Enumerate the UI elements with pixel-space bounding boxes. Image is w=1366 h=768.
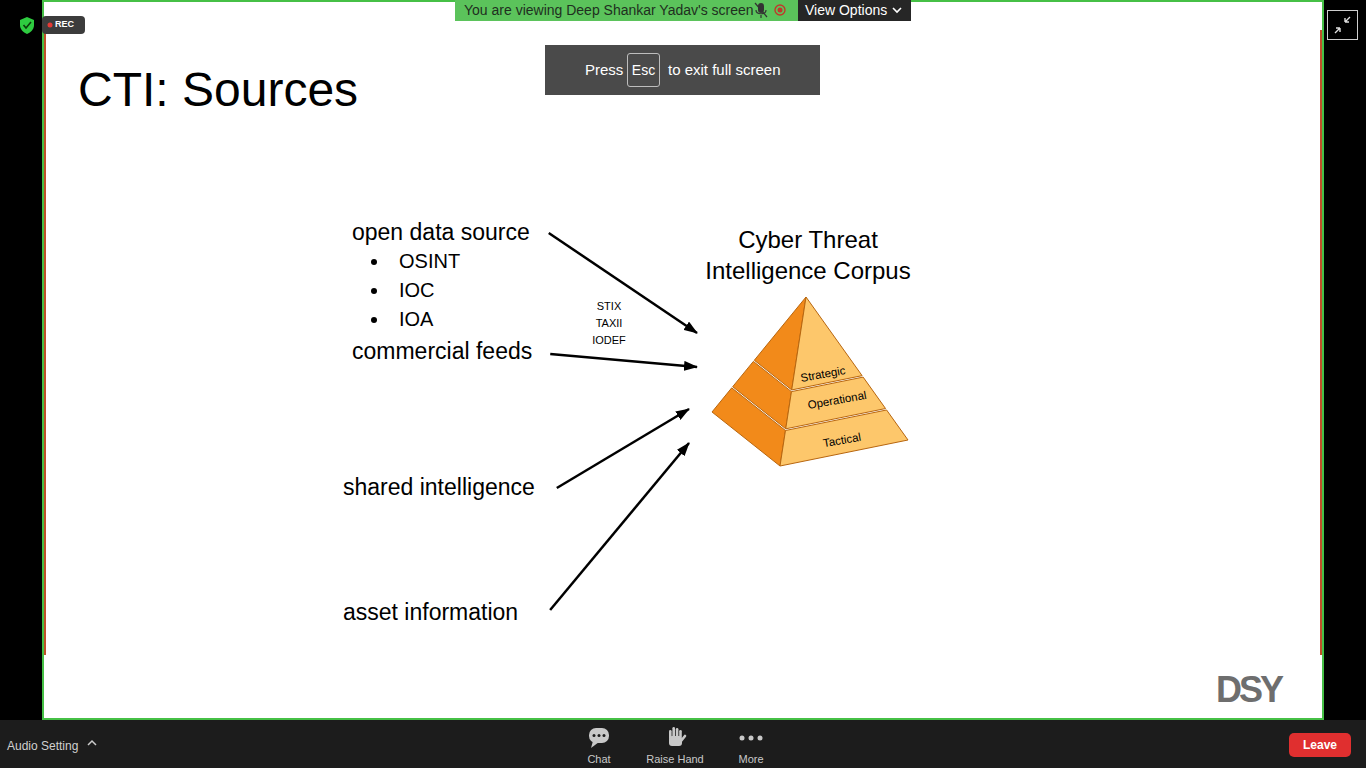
rec-badge [42,16,85,34]
source-item: OSINT [399,250,460,272]
pyramid-face [792,297,862,390]
format-label: IODEF [592,334,626,347]
audio-setting-label: Audio Setting [7,739,78,753]
toolbar-label: Chat [587,753,610,766]
chat-icon [589,728,609,743]
source-block: shared intelligence [340,473,535,502]
pyramid-face [712,388,785,466]
bullet-row: IOC [349,276,530,305]
bullet-row: OSINT [349,247,530,276]
more-icon [758,736,763,741]
slide-edge [44,30,46,655]
notice-text: Press [585,61,623,79]
shield-icon [20,17,34,34]
source-block: open data sourceOSINT IOC IOA [349,218,530,334]
source-item: IOA [399,308,433,330]
exit-fullscreen-icon [1328,11,1358,40]
hand-icon [676,728,679,738]
source-name: shared intelligence [343,474,535,500]
banner-text: You are viewing Deep Shankar Yadav's scr… [464,2,754,19]
record-icon [778,8,783,13]
source-row: asset information [340,598,518,627]
chat-icon [598,734,601,737]
source-name: commercial feeds [352,338,532,364]
logo-text: DSY [1216,668,1281,711]
pyramid-heading-row: Cyber Threat Intelligence Corpus [692,224,924,286]
rec-dot [48,23,53,28]
pyramid-face [780,410,908,466]
notice-text: to exit full screen [668,61,781,79]
more-icon [740,736,745,741]
bullet-dot [371,317,377,323]
source-block: commercial feeds [349,337,532,366]
hand-icon [672,727,675,738]
view-options-bar [798,0,911,21]
mic-slash [755,3,767,17]
exit-fullscreen-arrows [1335,17,1350,33]
toolbar-label: More [738,753,763,766]
toolbar-label: Raise Hand [646,753,703,766]
leave-button-text: Leave [1303,738,1337,752]
format-label: TAXII [596,317,623,330]
source-row: shared intelligence [340,473,535,502]
source-row: commercial feeds [349,337,532,366]
chat-icon [591,741,599,748]
pyramid-heading: Cyber Threat Intelligence Corpus [705,226,910,284]
slide-title: CTI: Sources [78,66,358,114]
caret-up [88,741,96,745]
arrow-connector [557,409,689,488]
hand-icon [679,730,682,738]
slide-area [43,1,1323,719]
arrow-connector [550,443,689,610]
view-options-button: View Options [805,2,887,19]
chat-icon [603,734,606,737]
notice-box [545,45,820,95]
toolbar [0,720,1366,768]
record-icon [775,5,785,15]
source-block: asset information [340,598,518,627]
source-row: open data source [349,218,530,247]
slide-edge [1320,30,1322,655]
bullet-dot [371,259,377,265]
share-banner [455,0,798,21]
shield-check [24,22,32,28]
key-cap: Esc [627,53,660,87]
hand-icon [669,730,672,739]
more-icon [749,736,754,741]
rec-badge-text: REC [55,19,74,30]
hand-icon [681,736,685,741]
chevron [893,8,901,12]
arrow-connector [550,354,697,367]
leave-button [1289,733,1351,757]
arrow-connector [549,233,697,333]
bullet-row: IOA [349,305,530,334]
source-item: IOC [399,279,435,301]
source-name: asset information [343,599,518,625]
chat-icon [593,734,596,737]
bullet-dot [371,288,377,294]
format-label: STIX [597,300,621,313]
pyramid: Cyber Threat Intelligence CorpusStrategi… [692,224,924,470]
source-name: open data source [352,219,530,245]
